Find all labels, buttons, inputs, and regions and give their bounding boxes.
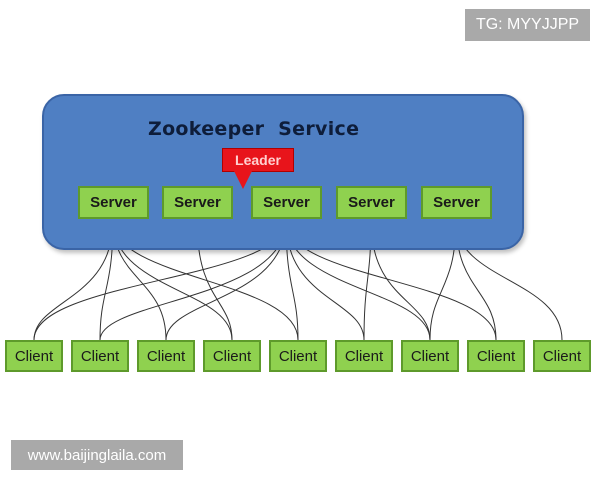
client-node-4: Client	[203, 340, 261, 372]
client-node-3: Client	[137, 340, 195, 372]
zookeeper-service-panel	[42, 94, 524, 250]
leader-callout: Leader	[222, 148, 294, 172]
client-node-9: Client	[533, 340, 591, 372]
server-node-5: Server	[421, 186, 492, 219]
client-node-2: Client	[71, 340, 129, 372]
watermark-top: TG: MYYJJPP	[465, 9, 590, 41]
client-node-5: Client	[269, 340, 327, 372]
server-node-4: Server	[336, 186, 407, 219]
client-node-8: Client	[467, 340, 525, 372]
server-node-1: Server	[78, 186, 149, 219]
service-title: Zookeeper Service	[148, 118, 360, 140]
client-node-7: Client	[401, 340, 459, 372]
leader-callout-pointer	[234, 171, 252, 189]
watermark-bottom: www.baijinglaila.com	[11, 440, 183, 470]
server-node-leader: Server	[251, 186, 322, 219]
server-node-2: Server	[162, 186, 233, 219]
client-node-6: Client	[335, 340, 393, 372]
client-node-1: Client	[5, 340, 63, 372]
